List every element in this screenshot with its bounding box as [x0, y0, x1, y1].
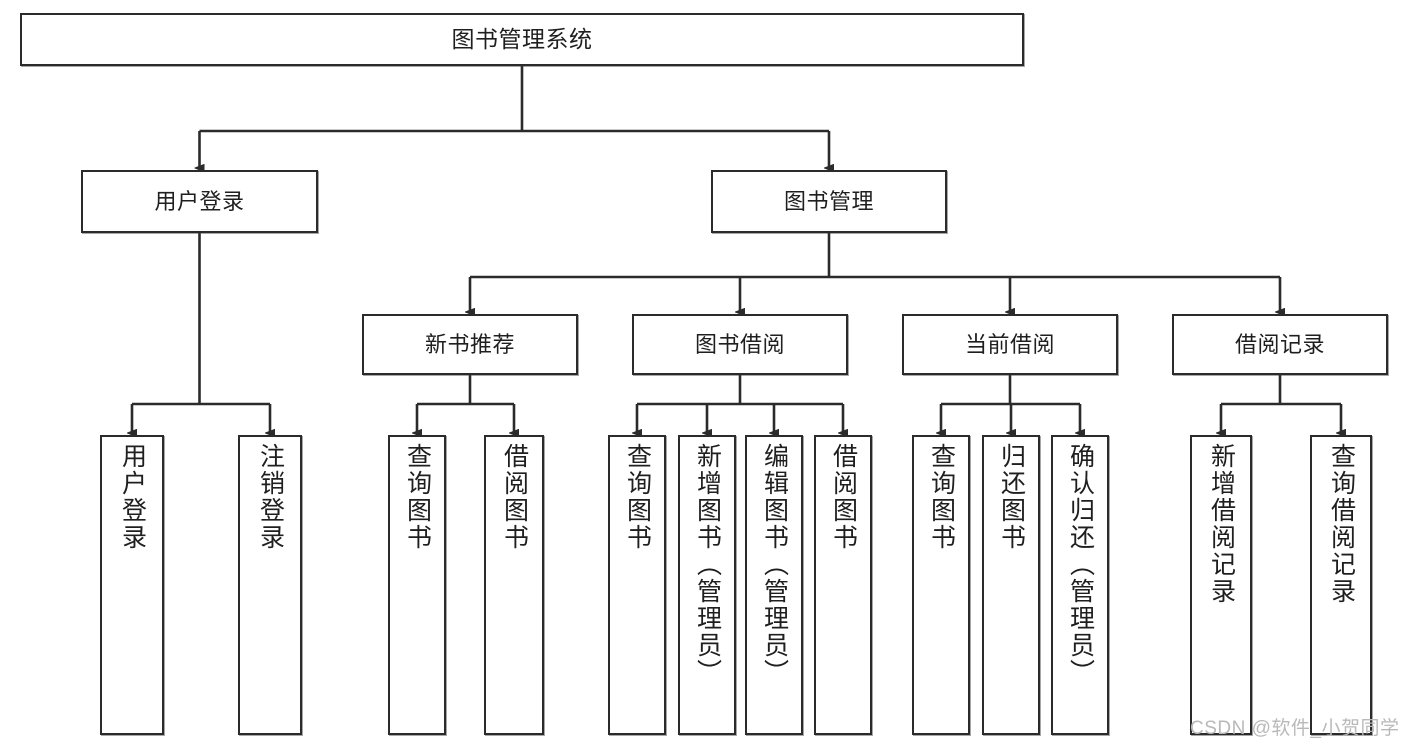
leaf-node[interactable]: 新增图书（管理员）: [678, 435, 736, 735]
leaf-label: 查询图书: [403, 443, 432, 551]
leaf-label: 用户登录: [118, 443, 147, 551]
category-node[interactable]: 借阅记录: [1172, 314, 1388, 375]
leaf-node[interactable]: 查询借阅记录: [1310, 435, 1372, 735]
leaf-label: 借阅图书: [829, 443, 858, 551]
category-label: 借阅记录: [1234, 331, 1325, 357]
leaf-label: 确认归还（管理员）: [1066, 443, 1095, 686]
leaf-label: 查询图书: [927, 443, 956, 551]
leaf-node[interactable]: 查询图书: [912, 435, 970, 735]
leaf-label: 查询借阅记录: [1327, 443, 1356, 605]
csdn-watermark: CSDN @软件_小贺同学: [1190, 718, 1400, 739]
category-label: 新书推荐: [424, 331, 515, 357]
root-node[interactable]: 图书管理系统: [20, 13, 1024, 66]
leaf-label: 编辑图书（管理员）: [760, 443, 789, 686]
leaf-node[interactable]: 注销登录: [238, 435, 302, 735]
category-node[interactable]: 新书推荐: [362, 314, 578, 375]
leaf-node[interactable]: 归还图书: [982, 435, 1040, 735]
leaf-label: 查询图书: [623, 443, 652, 551]
category-node[interactable]: 当前借阅: [902, 314, 1118, 375]
branch-label: 图书管理: [783, 188, 874, 214]
leaf-node[interactable]: 借阅图书: [814, 435, 872, 735]
leaf-node[interactable]: 新增借阅记录: [1190, 435, 1252, 735]
leaf-label: 新增借阅记录: [1207, 443, 1236, 605]
leaf-node[interactable]: 借阅图书: [484, 435, 544, 735]
category-label: 图书借阅: [694, 331, 785, 357]
leaf-label: 新增图书（管理员）: [693, 443, 722, 686]
category-label: 当前借阅: [964, 331, 1055, 357]
leaf-node[interactable]: 确认归还（管理员）: [1051, 435, 1109, 735]
branch-node[interactable]: 用户登录: [81, 170, 318, 233]
root-label: 图书管理系统: [451, 26, 593, 53]
leaf-node[interactable]: 编辑图书（管理员）: [745, 435, 803, 735]
leaf-node[interactable]: 用户登录: [100, 435, 164, 735]
category-node[interactable]: 图书借阅: [632, 314, 848, 375]
leaf-label: 注销登录: [256, 443, 285, 551]
branch-node[interactable]: 图书管理: [711, 170, 947, 233]
leaf-label: 归还图书: [997, 443, 1026, 551]
leaf-node[interactable]: 查询图书: [388, 435, 446, 735]
leaf-node[interactable]: 查询图书: [608, 435, 666, 735]
leaf-label: 借阅图书: [500, 443, 529, 551]
branch-label: 用户登录: [154, 188, 245, 214]
